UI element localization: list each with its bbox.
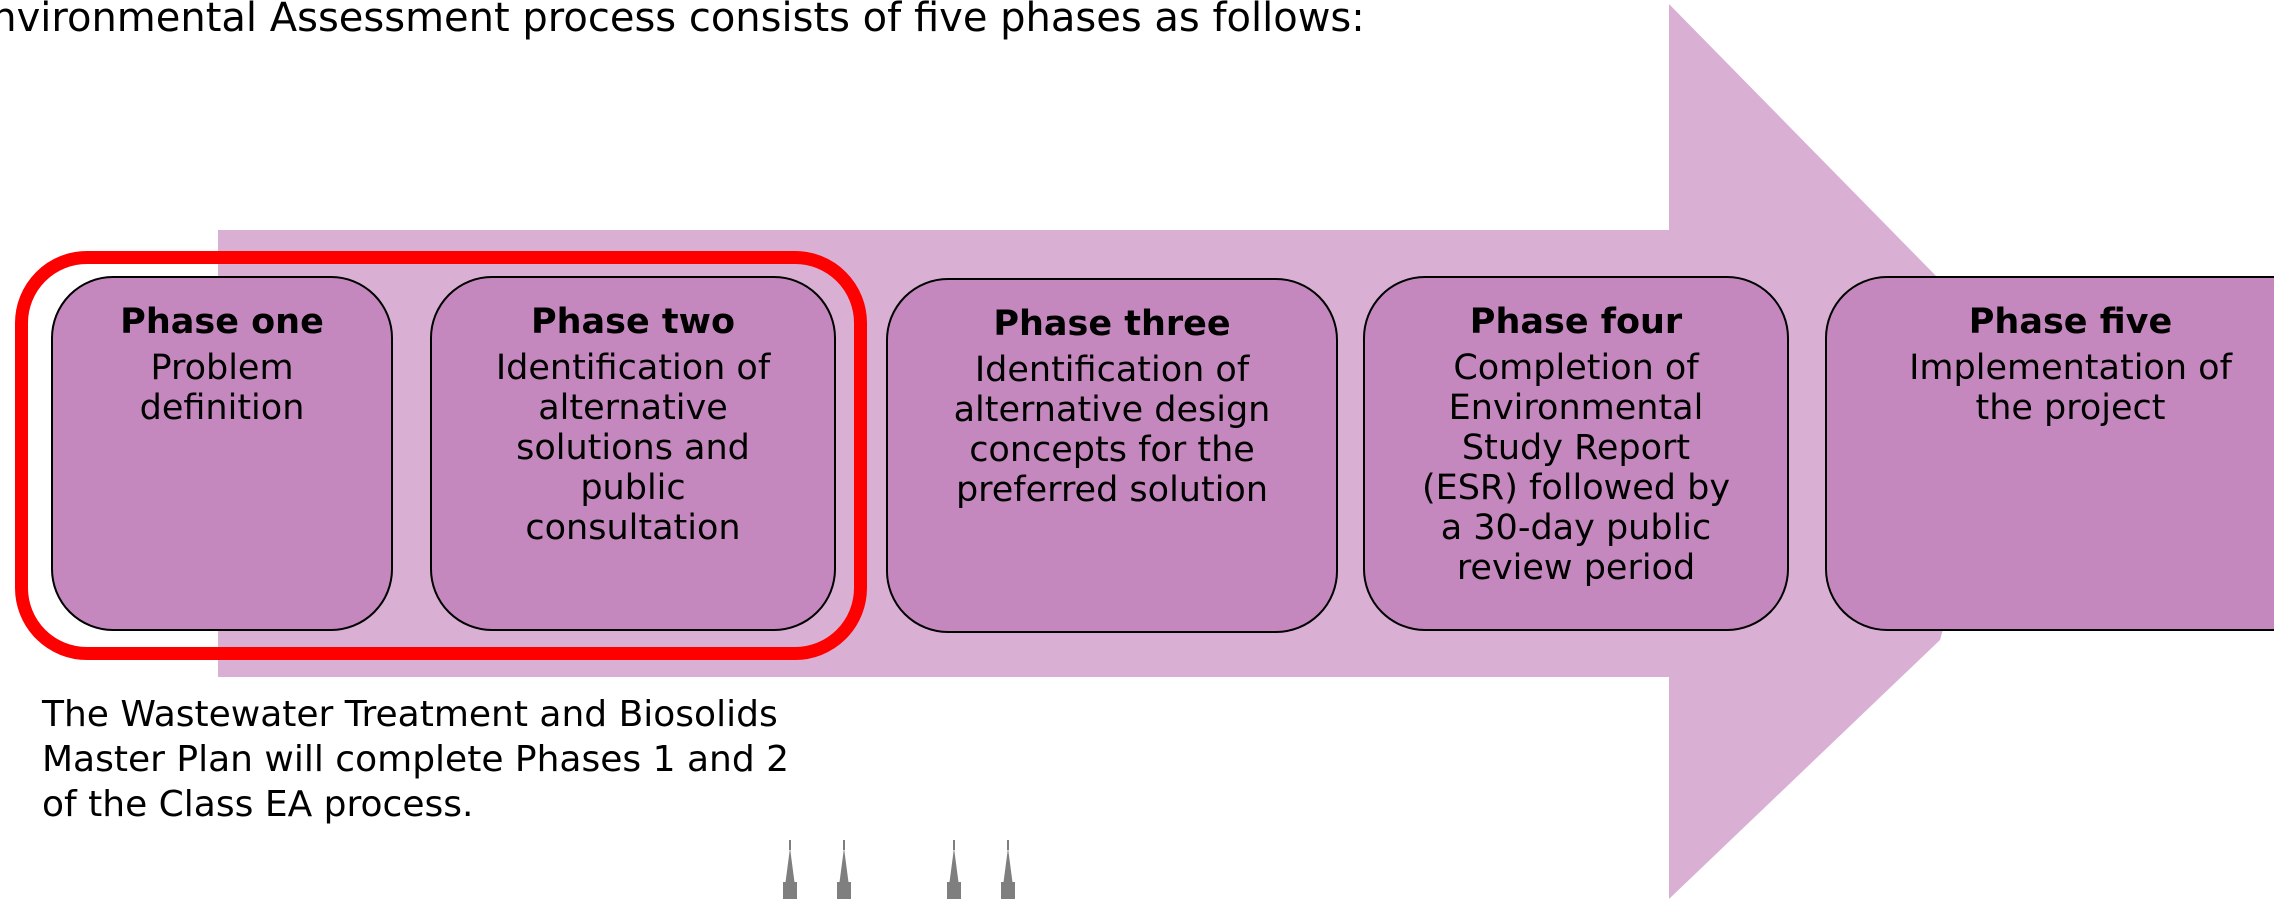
phase-four-box: Phase four Completion of Environmental S… (1363, 276, 1789, 631)
phase-two-line: public (580, 468, 686, 508)
phase-three-line: concepts for the (969, 430, 1255, 470)
master-plan-note: The Wastewater Treatment and Biosolids M… (42, 692, 902, 827)
master-plan-note-line: The Wastewater Treatment and Biosolids (42, 694, 778, 735)
phase-three-box: Phase three Identification of alternativ… (886, 278, 1338, 633)
phase-four-line: Study Report (1461, 428, 1691, 468)
master-plan-note-line: Master Plan will complete Phases 1 and 2 (42, 739, 790, 780)
phase-three-description: Identification of alternative design con… (888, 350, 1336, 510)
intro-text-content: Environmental Assessment process consist… (0, 0, 1365, 41)
phase-two-line: consultation (525, 508, 741, 548)
phase-one-line: Problem (150, 348, 294, 388)
phase-five-line: the project (1975, 388, 2166, 428)
phase-four-line: Environmental (1448, 388, 1704, 428)
phase-four-line: review period (1456, 548, 1696, 588)
intro-text: Environmental Assessment process consist… (0, 0, 1640, 42)
phase-two-line: Identification of (495, 348, 771, 388)
phase-two-line: alternative (538, 388, 728, 428)
phase-three-line: alternative design (953, 390, 1271, 430)
phase-five-box: Phase five Implementation of the project (1825, 276, 2274, 631)
phase-two-line: solutions and (516, 428, 750, 468)
phase-two-box: Phase two Identification of alternative … (430, 276, 836, 631)
phase-two-description: Identification of alternative solutions … (432, 348, 834, 548)
phase-one-description: Problem definition (53, 348, 391, 428)
phase-one-line: definition (139, 388, 305, 428)
phase-five-description: Implementation of the project (1827, 348, 2274, 428)
phase-four-line: (ESR) followed by (1421, 468, 1731, 508)
phase-five-line: Implementation of (1909, 348, 2232, 388)
phase-one-box: Phase one Problem definition (51, 276, 393, 631)
phase-four-description: Completion of Environmental Study Report… (1365, 348, 1787, 588)
phase-four-line: Completion of (1453, 348, 1699, 388)
phase-one-title: Phase one (120, 302, 324, 342)
phase-two-title: Phase two (530, 302, 736, 342)
phase-three-line: preferred solution (955, 470, 1269, 510)
phase-three-line: Identification of (974, 350, 1250, 390)
phase-four-line: a 30-day public (1440, 508, 1712, 548)
building-spires-icon (783, 840, 1015, 899)
phase-three-title: Phase three (993, 304, 1231, 344)
phase-five-title: Phase five (1968, 302, 2173, 342)
phases-one-two-highlight (15, 251, 867, 660)
phase-four-title: Phase four (1469, 302, 1683, 342)
master-plan-note-line: of the Class EA process. (42, 784, 474, 825)
